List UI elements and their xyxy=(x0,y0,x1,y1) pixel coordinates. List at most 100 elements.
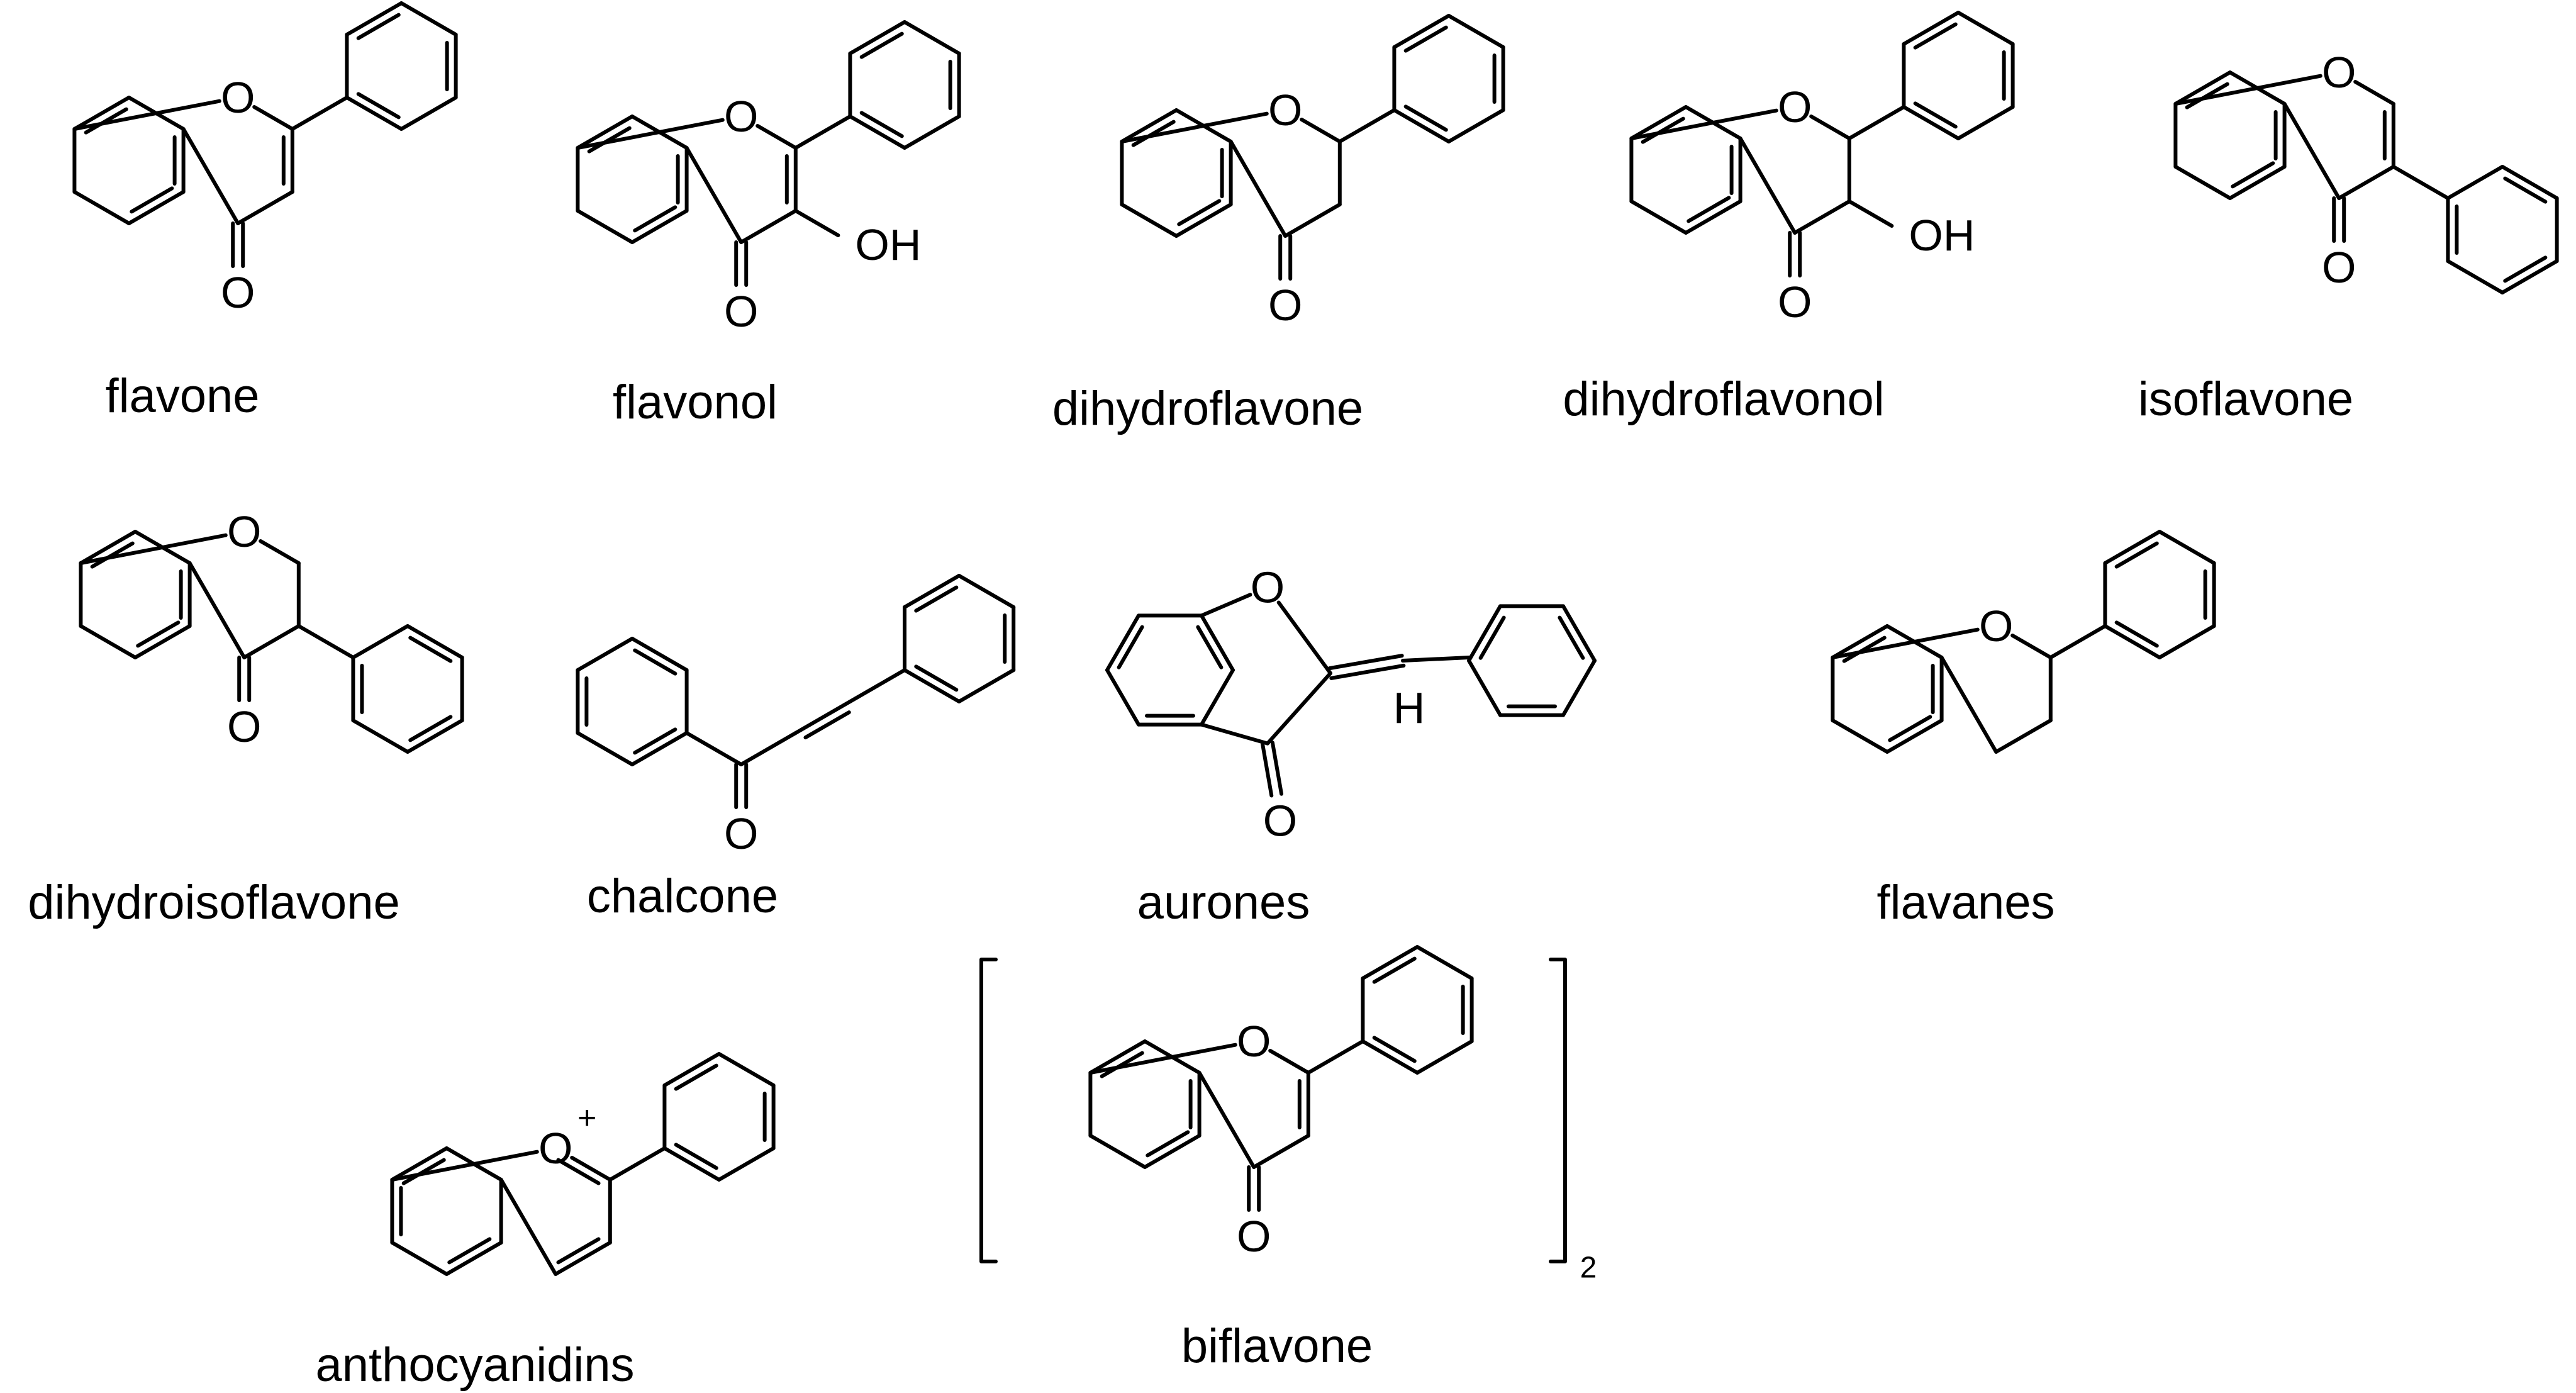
compound-label: aurones xyxy=(1137,876,1310,929)
carbonyl-oxygen: O xyxy=(1268,281,1302,330)
bond xyxy=(1143,1134,1202,1169)
oxygen-atom: O xyxy=(221,73,255,122)
bond xyxy=(1629,105,1688,140)
bond xyxy=(2048,624,2107,659)
compound-label: flavanes xyxy=(1876,876,2055,929)
bond xyxy=(793,700,852,735)
bond xyxy=(684,731,744,766)
bond xyxy=(957,668,1016,703)
carbonyl-oxygen: O xyxy=(1237,1212,1271,1261)
bond-double-inner xyxy=(2231,161,2275,189)
bond xyxy=(1174,203,1233,238)
bond xyxy=(290,96,349,131)
bond xyxy=(2353,80,2395,106)
bond-double-inner xyxy=(633,648,677,676)
compound-label: dihydroflavonol xyxy=(1563,372,1884,426)
bond xyxy=(399,96,458,131)
bond xyxy=(756,124,798,150)
bond xyxy=(1300,118,1342,143)
bond-double-inner xyxy=(2503,255,2548,283)
bond xyxy=(2446,165,2505,200)
bond xyxy=(1738,137,1797,235)
bond-double-inner xyxy=(90,541,135,569)
compound-label: isoflavone xyxy=(2138,372,2353,426)
bond xyxy=(957,574,1016,609)
bond xyxy=(1261,742,1274,798)
bond xyxy=(72,96,131,131)
bond xyxy=(1847,199,1894,228)
bond xyxy=(2446,259,2505,294)
bond xyxy=(1361,1039,1420,1075)
bond-double-inner xyxy=(1558,615,1585,660)
bond xyxy=(2501,165,2559,200)
bond xyxy=(72,190,131,225)
bond xyxy=(1283,203,1342,238)
bond xyxy=(345,1,404,36)
bond-double-inner xyxy=(1177,199,1222,227)
bond xyxy=(903,20,961,55)
bond-double-inner xyxy=(1100,1051,1144,1078)
bond xyxy=(1088,1043,1237,1075)
bond xyxy=(236,190,294,225)
bond xyxy=(79,533,228,565)
bond-double-inner xyxy=(408,715,453,742)
bond xyxy=(406,624,464,659)
bond xyxy=(1629,108,1778,140)
bond xyxy=(1120,108,1178,143)
bond-double-inner xyxy=(1117,625,1144,669)
bond-double-inner xyxy=(401,1158,446,1185)
bond xyxy=(717,1052,776,1087)
bond xyxy=(296,624,355,659)
bond-double-inner xyxy=(1372,956,1417,984)
bond-double-inner xyxy=(859,31,904,59)
bond-double-inner xyxy=(1196,625,1224,669)
bond-double-inner xyxy=(556,1158,601,1185)
bond-double-inner xyxy=(914,585,959,613)
bond xyxy=(1337,108,1397,143)
bond xyxy=(1200,722,1269,746)
bond xyxy=(1329,663,1406,680)
bond xyxy=(1956,105,2015,140)
bond xyxy=(351,719,410,754)
bond xyxy=(1467,659,1502,717)
charge-plus: + xyxy=(577,1100,596,1136)
bond xyxy=(2103,624,2162,659)
bond xyxy=(848,668,907,703)
bond xyxy=(127,190,186,225)
bond-double-inner xyxy=(859,111,904,138)
bond xyxy=(903,668,961,703)
compound-label: anthocyanidins xyxy=(315,1338,634,1392)
bond xyxy=(1361,945,1420,980)
bond xyxy=(576,637,634,672)
bond xyxy=(79,624,137,659)
bond xyxy=(554,1241,612,1276)
oxygen-atom: O xyxy=(724,92,758,141)
bond xyxy=(739,731,798,766)
bond xyxy=(1088,1039,1147,1075)
bond-double-inner xyxy=(2114,620,2159,648)
bond xyxy=(576,731,634,766)
bond xyxy=(1306,1039,1365,1075)
bond-double-inner xyxy=(1131,120,1176,147)
bond xyxy=(1105,613,1140,672)
bond xyxy=(608,1146,667,1182)
bond xyxy=(1831,719,1889,754)
bond xyxy=(72,99,221,131)
bond-double-inner xyxy=(674,1063,718,1091)
oxygen-atom: O xyxy=(1268,86,1302,135)
bond xyxy=(1939,656,1999,754)
bond xyxy=(1401,656,1471,663)
bond xyxy=(1392,14,1451,49)
bond xyxy=(2010,634,2053,659)
bond xyxy=(1200,593,1252,618)
carbonyl-oxygen: O xyxy=(724,809,758,858)
bond xyxy=(2103,530,2162,565)
bond xyxy=(1847,105,1906,140)
compound-label: flavone xyxy=(105,369,259,423)
